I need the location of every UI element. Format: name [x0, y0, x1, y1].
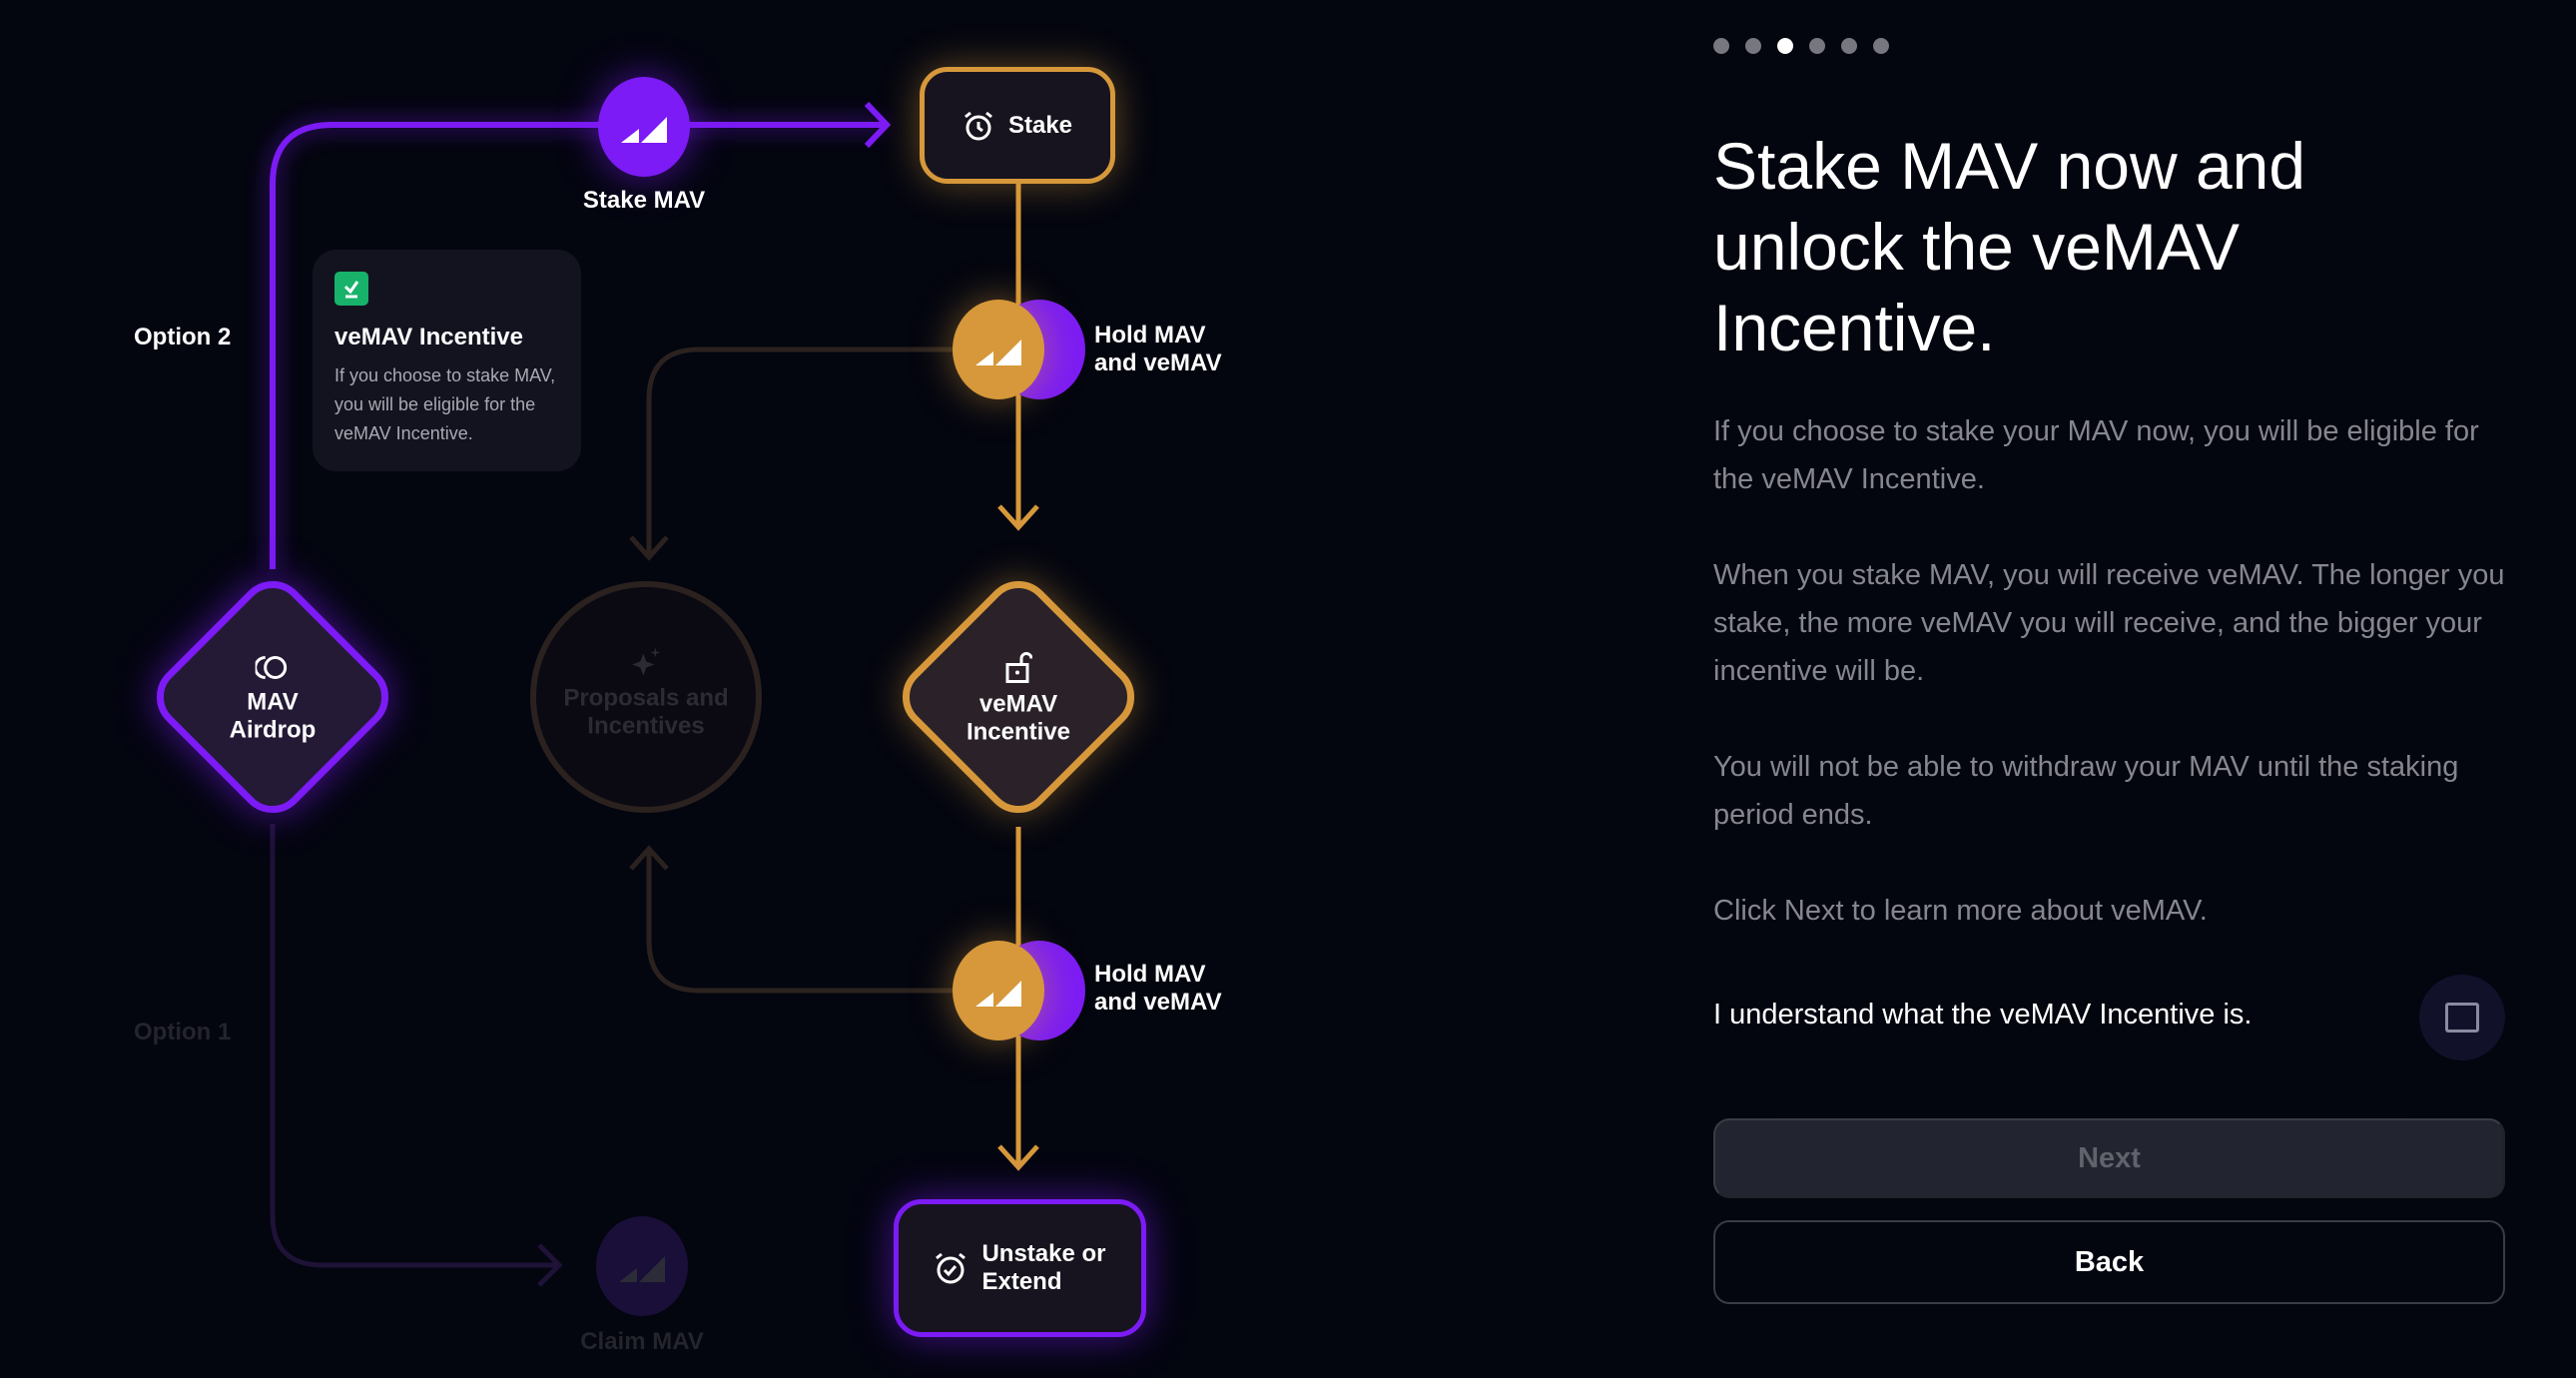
step-dot[interactable]: [1713, 38, 1729, 54]
paragraph-1: If you choose to stake your MAV now, you…: [1713, 415, 2479, 495]
card-title: veMAV Incentive: [334, 324, 523, 350]
sparkles-icon: [632, 647, 660, 676]
mav-logo-icon: [621, 117, 667, 143]
paragraph-4: Click Next to learn more about veMAV.: [1713, 895, 2208, 927]
checkbox-box[interactable]: [2445, 1003, 2479, 1033]
mav-logo-icon: [975, 981, 1021, 1007]
stake-box-label: Stake: [1007, 111, 1073, 139]
mav-coin-2: [953, 941, 1044, 1040]
step-dot[interactable]: [1841, 38, 1857, 54]
stake-mav-node: [598, 77, 690, 177]
option-2-label: Option 2: [134, 324, 232, 350]
acknowledge-label: I understand what the veMAV Incentive is…: [1713, 999, 2253, 1031]
alarm-check-icon: [936, 1252, 966, 1284]
acknowledge-row: I understand what the veMAV Incentive is…: [1713, 975, 2505, 1060]
option-1-label: Option 1: [134, 1019, 232, 1045]
next-button[interactable]: Next: [1713, 1118, 2505, 1198]
check-badge-icon: [334, 272, 368, 306]
coins-icon: [254, 656, 288, 679]
mav-logo-icon: [619, 1256, 665, 1282]
claim-mav-node: [596, 1216, 688, 1316]
paragraph-3: You will not be able to withdraw your MA…: [1713, 751, 2459, 831]
step-dot[interactable]: [1873, 38, 1889, 54]
mav-logo-icon: [975, 340, 1021, 365]
purple-path-stake: [270, 101, 892, 569]
faint-path-proposals-bottom: [629, 845, 954, 994]
page-title: Stake MAV now and unlock the veMAV Incen…: [1713, 129, 2306, 364]
card-body: If you choose to stake MAV, you will be …: [334, 365, 556, 443]
step-dot-active[interactable]: [1777, 38, 1793, 54]
stake-box: Stake: [920, 67, 1115, 184]
step-dot[interactable]: [1745, 38, 1761, 54]
acknowledge-checkbox[interactable]: [2419, 975, 2505, 1060]
proposals-circle: [530, 581, 762, 813]
incentive-info-card: veMAV Incentive If you choose to stake M…: [313, 250, 581, 471]
flow-connectors: [266, 101, 1039, 1287]
paragraph-2: When you stake MAV, you will receive veM…: [1713, 559, 2505, 687]
flow-diagram: Option 2 Option 1 Stake MAV Stake veMAV …: [134, 67, 1222, 1355]
unlock-icon: [1005, 652, 1033, 683]
claim-mav-label: Claim MAV: [580, 1328, 704, 1355]
step-indicator: [1713, 38, 1889, 54]
back-button[interactable]: Back: [1713, 1220, 2505, 1304]
step-dot[interactable]: [1809, 38, 1825, 54]
faint-path-claim: [270, 824, 563, 1287]
alarm-clock-icon: [965, 111, 992, 140]
stake-mav-label: Stake MAV: [582, 187, 706, 214]
mav-coin-1: [953, 300, 1044, 399]
faint-path-proposals-top: [629, 346, 954, 561]
